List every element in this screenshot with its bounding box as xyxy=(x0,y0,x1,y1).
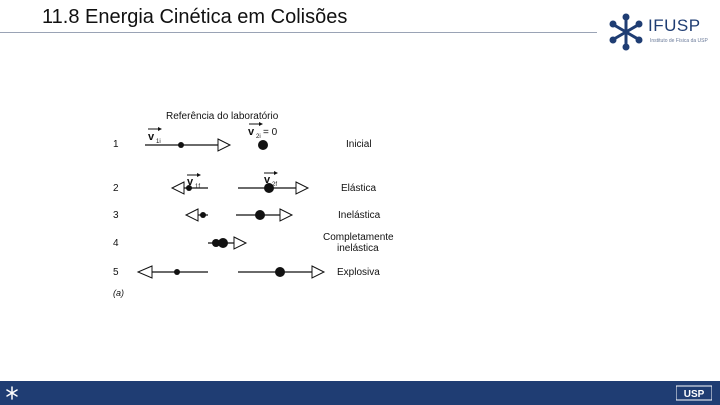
row2-right-arrow-head xyxy=(295,181,310,195)
row-number-1: 1 xyxy=(113,139,119,150)
row4-arrow-head xyxy=(233,236,248,250)
row3-ball-2 xyxy=(255,210,265,220)
usp-wordmark: USP xyxy=(684,389,705,400)
row3-ball-1 xyxy=(200,212,206,218)
row4-ball-2 xyxy=(218,238,228,248)
row5-ball-2 xyxy=(275,267,285,277)
row-number-5: 5 xyxy=(113,267,119,278)
row-label-4b: inelástica xyxy=(337,243,379,254)
row1-vector-v1i: v 1i xyxy=(148,127,162,145)
row-number-2: 2 xyxy=(113,183,119,194)
row-number-3: 3 xyxy=(113,210,119,221)
row-number-4: 4 xyxy=(113,238,119,249)
ifusp-mini-flower-icon xyxy=(6,386,18,400)
svg-text:v: v xyxy=(148,131,155,143)
row5-left-arrow-head xyxy=(136,265,153,279)
svg-text:v: v xyxy=(187,176,194,188)
svg-text:v: v xyxy=(248,126,255,138)
row3-left-arrow-head xyxy=(184,208,199,222)
row2-ball-2 xyxy=(264,183,274,193)
figure-heading: Referência do laboratório xyxy=(166,111,279,122)
svg-text:2i: 2i xyxy=(256,134,261,140)
logo-subtitle: Instituto de Física da USP xyxy=(650,38,708,44)
row1-ball-2 xyxy=(258,140,268,150)
svg-text:1i: 1i xyxy=(156,139,161,145)
ifusp-logo: IFUSP Instituto de Física da USP xyxy=(608,12,708,52)
logo-wordmark: IFUSP xyxy=(648,16,701,35)
svg-text:1f: 1f xyxy=(195,184,200,190)
ifusp-flower-icon xyxy=(609,13,643,51)
svg-text:v: v xyxy=(264,174,271,186)
row2-vector-v2f: v 2f xyxy=(264,171,278,188)
row5-right-arrow-head xyxy=(311,265,326,279)
usp-logo: USP xyxy=(676,385,712,401)
row4-ball-1 xyxy=(212,239,220,247)
row2-vector-v1f: v 1f xyxy=(187,173,201,190)
row5-ball-1 xyxy=(174,269,180,275)
svg-text:= 0: = 0 xyxy=(263,127,278,138)
row1-arrow-head xyxy=(217,138,232,152)
footer-bar: USP xyxy=(0,381,720,405)
row-label-4a: Completamente xyxy=(323,232,394,243)
row2-left-arrow-head xyxy=(170,181,185,195)
row1-ball-1 xyxy=(178,142,184,148)
row1-vector-v2i: v 2i = 0 xyxy=(248,122,278,140)
row-label-2: Elástica xyxy=(341,183,376,194)
figure-caption: (a) xyxy=(113,288,124,298)
collision-diagram: Referência do laboratório 1 v 1i v 2i = … xyxy=(113,111,394,298)
title-underline xyxy=(0,32,597,33)
row2-ball-1 xyxy=(186,185,192,191)
row-label-5: Explosiva xyxy=(337,267,380,278)
row-label-1: Inicial xyxy=(346,139,372,150)
row3-right-arrow-head xyxy=(279,208,294,222)
slide-title: 11.8 Energia Cinética em Colisões xyxy=(42,6,348,28)
svg-text:2f: 2f xyxy=(272,182,277,188)
row-label-3: Inelástica xyxy=(338,210,381,221)
